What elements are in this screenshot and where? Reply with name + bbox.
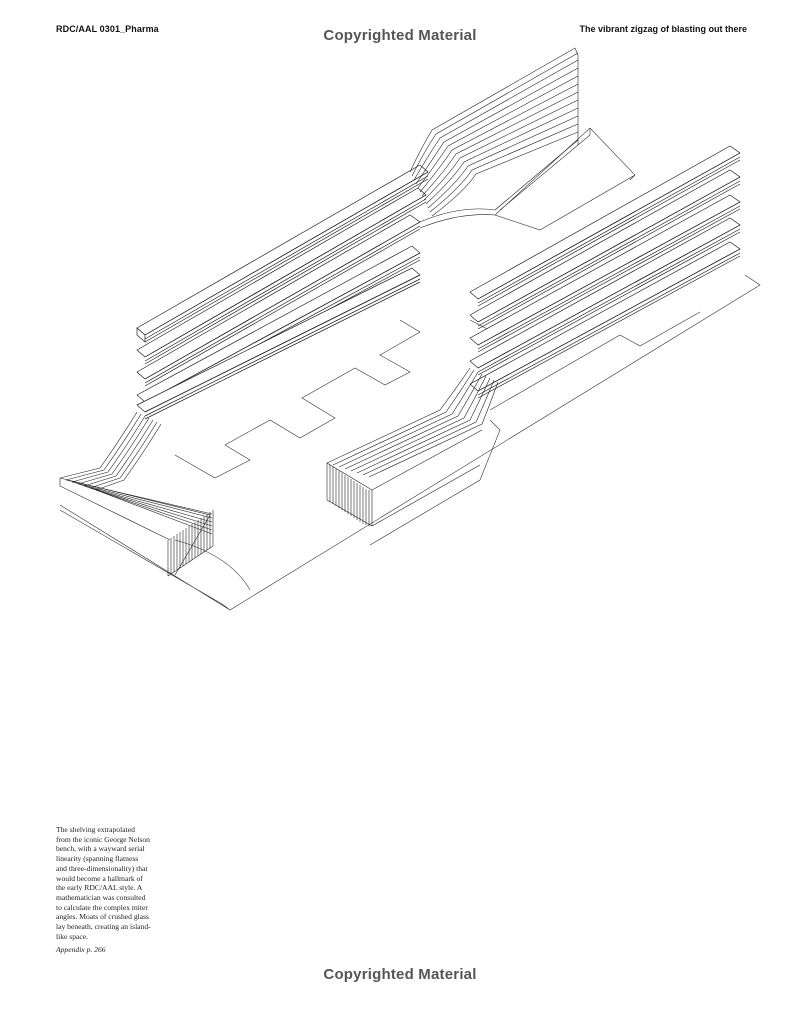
caption-line: the early RDC/AAL style. A bbox=[56, 883, 143, 893]
caption-line: linearity (spanning flatness bbox=[56, 854, 139, 864]
watermark-top: Copyrighted Material bbox=[323, 27, 477, 44]
right-shelves bbox=[469, 145, 741, 399]
figure-caption: The shelving extrapolated from the iconi… bbox=[56, 825, 168, 955]
caption-line: lay beneath, creating an island- bbox=[56, 922, 151, 932]
running-header-right: The vibrant zigzag of blasting out there bbox=[579, 24, 747, 34]
appendix-reference: Appendix p. 266 bbox=[56, 945, 106, 955]
back-box bbox=[494, 127, 636, 231]
caption-line: mathematician was consulted bbox=[56, 892, 146, 902]
left-shelf-2 bbox=[136, 187, 427, 365]
right-bench-end bbox=[326, 463, 481, 527]
right-shelf-1 bbox=[469, 145, 741, 307]
watermark-bottom: Copyrighted Material bbox=[323, 966, 477, 983]
upper-fan bbox=[409, 47, 579, 229]
caption-line: like space. bbox=[56, 931, 89, 941]
right-shelf-5 bbox=[469, 241, 741, 399]
right-shelf-2 bbox=[469, 169, 741, 330]
caption-line: The shelving extrapolated bbox=[56, 825, 135, 834]
floor-outline bbox=[59, 274, 761, 611]
right-shelf-3 bbox=[469, 194, 741, 353]
caption-line: from the iconic George Nelson bbox=[56, 834, 150, 844]
caption-line: angles. Moats of crushed glass bbox=[56, 912, 150, 922]
right-bench bbox=[326, 367, 499, 527]
left-bench bbox=[59, 411, 214, 577]
running-header-left: RDC/AAL 0301_Pharma bbox=[56, 24, 159, 34]
left-bench-end bbox=[167, 510, 214, 577]
left-shelves bbox=[136, 164, 429, 420]
left-shelf-1 bbox=[136, 164, 429, 343]
caption-line: would become a hallmark of bbox=[56, 873, 143, 883]
caption-line: and three-dimensionality) that bbox=[56, 863, 148, 873]
right-shelf-4 bbox=[469, 217, 741, 376]
floor-arc bbox=[174, 539, 251, 591]
caption-line: bench, with a wayward serial bbox=[56, 844, 145, 854]
left-shelf-5 bbox=[136, 267, 421, 420]
caption-line: to calculate the complex miter bbox=[56, 902, 148, 912]
